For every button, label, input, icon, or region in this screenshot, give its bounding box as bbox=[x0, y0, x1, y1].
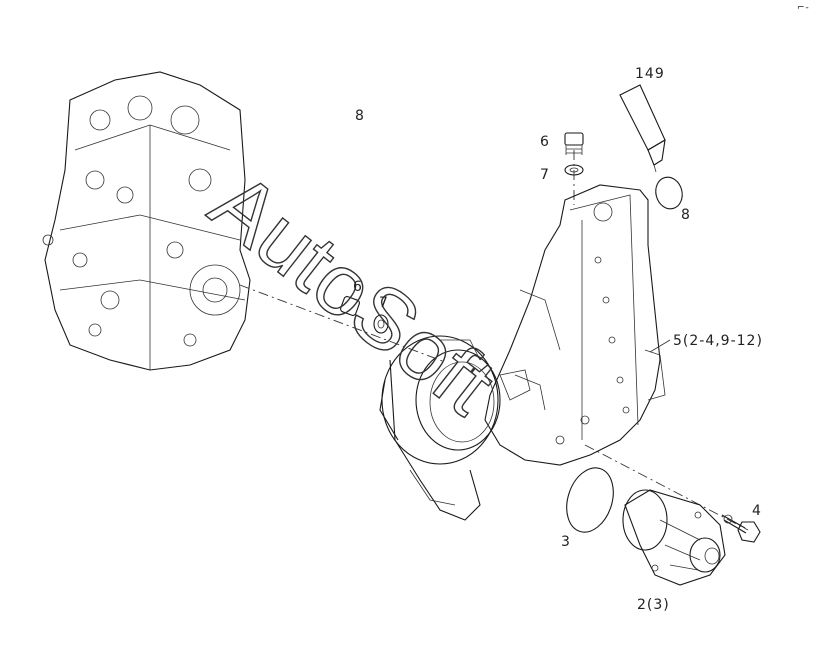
bolt bbox=[721, 514, 761, 543]
centerline-upper bbox=[239, 284, 446, 363]
housing-ring bbox=[379, 335, 531, 521]
label-5: 5(2-4,9-12) bbox=[673, 333, 763, 349]
label-8-top: 8 bbox=[355, 108, 365, 124]
label-2: 2(3) bbox=[637, 597, 670, 613]
label-7-mid: 7 bbox=[379, 295, 389, 311]
plug-middle bbox=[340, 296, 389, 334]
o-ring bbox=[566, 467, 614, 533]
gear-case bbox=[484, 184, 666, 466]
label-6-mid: 6 bbox=[353, 279, 363, 295]
plug-upper bbox=[564, 132, 584, 176]
label-7-top: 7 bbox=[540, 167, 550, 183]
leader-5 bbox=[649, 339, 671, 353]
label-149: 149 bbox=[635, 66, 665, 82]
engine-block bbox=[42, 71, 251, 371]
label-3: 3 bbox=[561, 534, 571, 550]
label-8-right: 8 bbox=[681, 207, 691, 223]
label-6-top: 6 bbox=[540, 134, 550, 150]
cap bbox=[655, 176, 683, 210]
label-4: 4 bbox=[752, 503, 762, 519]
water-pump bbox=[622, 489, 726, 586]
corner-mark: ⌐- bbox=[797, 3, 810, 13]
sealant-tube bbox=[619, 84, 666, 173]
